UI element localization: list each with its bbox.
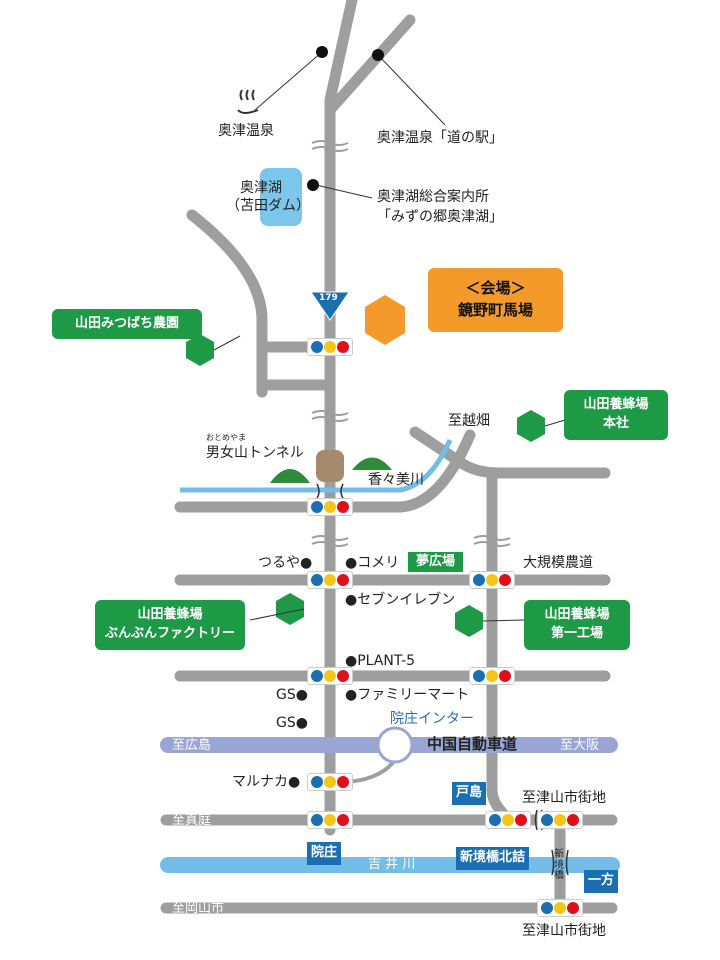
tunnel-ruby: おとめやま — [206, 433, 246, 442]
honsha-hexagon-icon — [517, 410, 545, 442]
venue-label-2: 鏡野町馬場 — [457, 301, 533, 319]
hill-icons — [270, 457, 392, 483]
to-tsuyama-label-2: 至津山市街地 — [522, 923, 606, 939]
yume-hiroba-box: 夢広場 — [408, 552, 463, 572]
okutsu-lake-label: 奥津湖 — [240, 180, 282, 196]
east-vertical-road — [486, 467, 516, 826]
komeri-label: ●コメリ — [345, 555, 400, 571]
info-center-label-1: 奥津湖総合案内所 — [377, 189, 489, 205]
innosho-interchange — [376, 726, 414, 764]
route-179-shield — [310, 291, 350, 321]
shinsakaibashi-label: 新境橋 — [554, 849, 564, 881]
venue-label-1: ＜会場＞ — [465, 279, 526, 298]
route-179-number: 179 — [319, 293, 338, 303]
innosho-ic-label: 院庄インター — [390, 711, 474, 727]
gs1-label: GS● — [276, 687, 308, 703]
bunbun-hexagon-icon — [276, 593, 304, 625]
yume-hiroba-label: 夢広場 — [415, 553, 455, 569]
seven-eleven-label: ●セブンイレブン — [345, 592, 456, 608]
traffic-light — [469, 667, 515, 685]
tunnel-icon — [316, 450, 344, 482]
familymart-label: ●ファミリーマート — [345, 687, 470, 703]
yoshii-river-label: 吉 井 川 — [368, 857, 416, 872]
traffic-light — [307, 571, 353, 589]
honsha-label-1: 山田養蜂場 — [583, 397, 649, 413]
to-okayama-label: 至岡山市 — [172, 901, 225, 916]
shinsakaibashi-kitazume-sign: 新境橋北詰 — [456, 847, 530, 870]
west-curved-road — [186, 209, 268, 398]
marunaka-label: マルナカ● — [232, 774, 301, 790]
michi-no-eki-label: 奥津温泉「道の駅」 — [377, 130, 503, 146]
ippo-sign: 一方 — [584, 870, 619, 893]
gs2-label: GS● — [276, 715, 308, 731]
bunbun-label-1: 山田養蜂場 — [137, 607, 203, 623]
factory-hexagon-icon — [455, 605, 483, 637]
plant5-label: ●PLANT-5 — [345, 653, 416, 669]
river-kagami — [180, 438, 453, 493]
to-koshihata-label: 至越畑 — [448, 413, 490, 429]
okutsu-onsen-label: 奥津温泉 — [218, 123, 274, 139]
okutsu-onsen-marker — [316, 46, 328, 58]
traffic-light — [307, 811, 353, 829]
road-break-marks — [311, 140, 511, 547]
to-tsuyama-label-1: 至津山市街地 — [522, 790, 606, 806]
tomata-dam-label: （苫田ダム） — [226, 198, 310, 214]
kagami-river-label: 香々美川 — [368, 472, 424, 488]
koshihata-road — [174, 429, 476, 513]
venue-box: ＜会場＞ 鏡野町馬場 — [428, 268, 563, 332]
venue-hexagon-icon — [365, 295, 405, 345]
info-center-label-2: 「みずの郷奥津湖」 — [377, 209, 503, 225]
okutsu-lake-shape — [260, 168, 302, 226]
diagonal-road — [409, 426, 611, 479]
traffic-light — [537, 811, 583, 829]
honsha-box: 山田養蜂場本社 — [564, 390, 668, 440]
road-north-branch — [324, 14, 416, 116]
to-osaka-label: 至大阪 — [560, 738, 600, 753]
info-center-marker — [307, 179, 319, 191]
to-hiroshima-label: 至広島 — [172, 738, 212, 753]
tsuruya-label: つるや● — [258, 555, 313, 571]
traffic-light — [537, 899, 583, 917]
farm-hexagon-icon — [186, 334, 214, 366]
tunnel-label: 男女山トンネル — [206, 445, 304, 461]
factory-label-2: 第一工場 — [550, 626, 603, 641]
farm-road-label: 大規模農道 — [523, 555, 593, 571]
traffic-light — [307, 667, 353, 685]
traffic-light — [307, 773, 353, 791]
traffic-light — [485, 811, 531, 829]
mitsubachi-farm-label: 山田みつばち農園 — [74, 315, 179, 331]
innosho-sign: 院庄 — [307, 842, 342, 865]
chugoku-expressway-label: 中国自動車道 — [427, 735, 518, 753]
bunbun-label-2: ぶんぶんファクトリー — [104, 626, 235, 641]
traffic-light — [307, 498, 353, 516]
onsen-icon — [237, 89, 259, 114]
to-maniwa-label: 至真庭 — [172, 813, 212, 828]
honsha-label-2: 本社 — [602, 416, 629, 431]
michi-no-eki-marker — [372, 49, 384, 61]
mitsubachi-farm-box: 山田みつばち農園 — [52, 309, 202, 339]
factory-label-1: 山田養蜂場 — [544, 607, 610, 623]
toshima-sign: 戸島 — [452, 782, 487, 805]
factory-box: 山田養蜂場第一工場 — [524, 600, 630, 650]
bunbun-box: 山田養蜂場ぶんぶんファクトリー — [95, 600, 245, 650]
traffic-light — [307, 338, 353, 356]
traffic-light — [469, 571, 515, 589]
